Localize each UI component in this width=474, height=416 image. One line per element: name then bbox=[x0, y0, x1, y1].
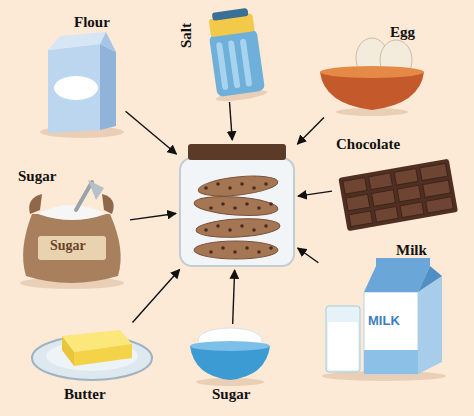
ingredient-arrow bbox=[298, 248, 319, 263]
package-label: MILK bbox=[368, 314, 400, 328]
ingredient-label: Butter bbox=[64, 386, 106, 403]
egg-bowl bbox=[320, 38, 424, 116]
package-label: Sugar bbox=[50, 238, 86, 253]
ingredient-label: Chocolate bbox=[336, 136, 400, 153]
flour-bag bbox=[40, 32, 124, 138]
sugar-sack-node: SugarSugar bbox=[14, 166, 128, 290]
flour-node: Flour bbox=[34, 8, 124, 136]
ingredient-label: Flour bbox=[74, 14, 110, 31]
egg-node: Egg bbox=[314, 20, 432, 116]
cookie-jar bbox=[180, 144, 294, 266]
sugar-bowl bbox=[190, 328, 270, 386]
chocolate-node: Chocolate bbox=[334, 134, 468, 228]
ingredient-arrow bbox=[130, 213, 176, 219]
ingredient-label: Salt bbox=[178, 23, 195, 48]
ingredient-arrow bbox=[298, 191, 332, 196]
ingredient-arrow bbox=[233, 270, 235, 324]
salt-node: Salt bbox=[186, 8, 266, 100]
sugar-bowl-node: Sugar bbox=[186, 326, 276, 414]
chocolate-bar bbox=[338, 159, 458, 232]
ingredient-label: Egg bbox=[390, 24, 415, 41]
ingredient-arrow bbox=[126, 111, 177, 154]
ingredient-label: Sugar bbox=[18, 168, 56, 185]
ingredient-label: Milk bbox=[396, 242, 427, 259]
ingredient-arrow bbox=[297, 117, 324, 144]
butter-dish bbox=[32, 330, 152, 380]
ingredient-arrow bbox=[229, 102, 232, 140]
cookie-jar-node bbox=[178, 142, 296, 268]
ingredient-arrow bbox=[132, 269, 179, 322]
salt-shaker bbox=[204, 7, 268, 103]
milk-glass-and-carton bbox=[322, 258, 446, 381]
milk-node: MilkMILK bbox=[320, 240, 450, 380]
sugar-sack bbox=[20, 180, 124, 289]
butter-node: Butter bbox=[28, 324, 156, 412]
ingredient-label: Sugar bbox=[212, 386, 250, 403]
